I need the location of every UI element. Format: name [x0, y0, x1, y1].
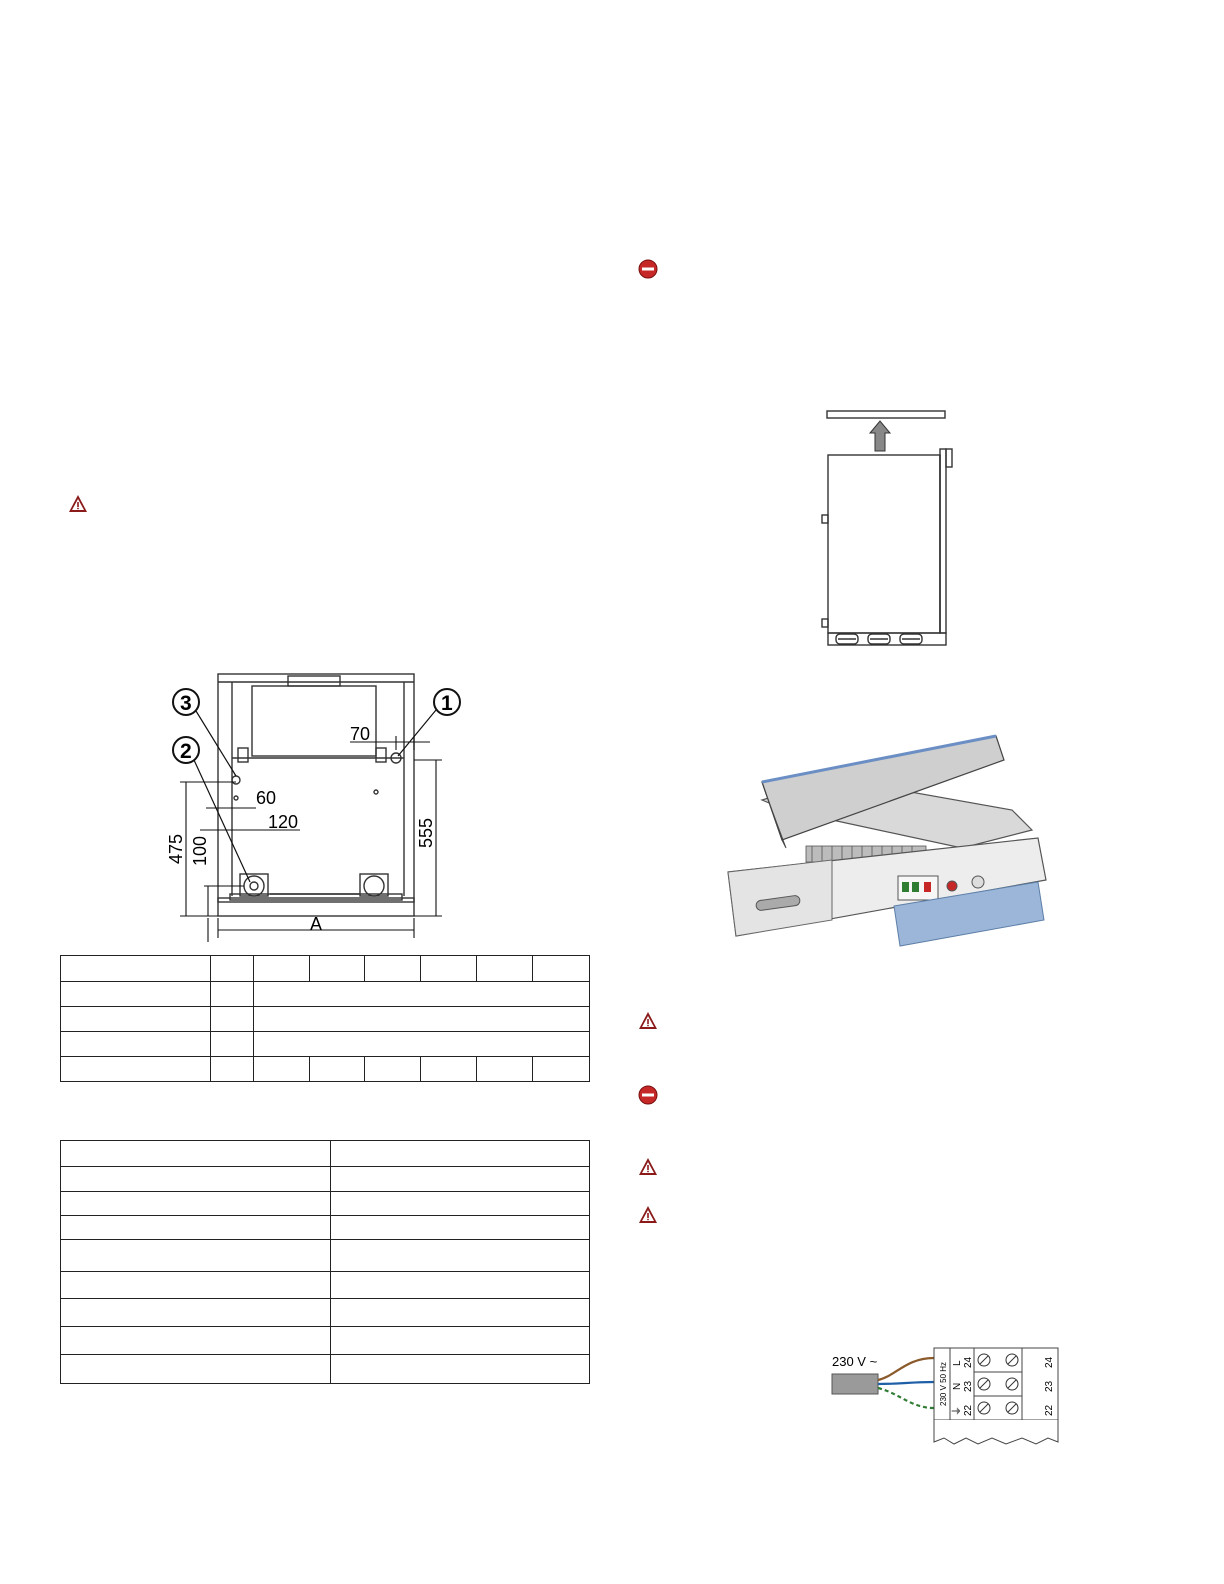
warning-triangle-icon: [639, 1012, 657, 1029]
table-row: [60, 1031, 591, 1057]
table-row: [59, 1140, 590, 1167]
table-row: [60, 955, 590, 982]
installation-dimension-drawing: 3 2 1 70 60 120 A 475 100 555: [166, 673, 461, 942]
terminal-number: 24: [1044, 1356, 1055, 1368]
dimension-a: A: [310, 914, 322, 934]
table-row: [59, 1215, 590, 1240]
terminal-number: 23: [963, 1380, 974, 1392]
dimension-table: [60, 955, 591, 1082]
connections-table: [59, 1140, 590, 1384]
warning-triangle-icon: [639, 1158, 657, 1175]
table-row: [59, 1326, 590, 1355]
callout-2: 2: [180, 740, 192, 763]
table-row: [59, 1354, 590, 1384]
wiring-diagram: 230 V ~ 230 V 50 Hz L N ⏚ 24 23 22 24 23…: [831, 1347, 1059, 1445]
terminal-number: 22: [963, 1404, 974, 1416]
terminal-number: 23: [1044, 1380, 1055, 1392]
table-row: [59, 1239, 590, 1272]
terminal-number: 24: [963, 1356, 974, 1368]
supply-voltage-label: 230 V ~: [832, 1354, 878, 1369]
callout-1: 1: [441, 692, 453, 715]
dimension-120: 120: [268, 812, 298, 832]
dimension-60: 60: [256, 788, 276, 808]
callout-3: 3: [180, 692, 192, 715]
conductor-l: L: [952, 1360, 963, 1366]
control-unit-illustration: [727, 734, 1047, 947]
no-entry-icon: [638, 1085, 658, 1105]
table-row: [60, 1006, 591, 1032]
terminal-block-rating: 230 V 50 Hz: [939, 1362, 948, 1406]
table-row: [60, 1056, 590, 1082]
table-row: [59, 1271, 590, 1299]
conductor-earth: ⏚: [951, 1406, 963, 1416]
dimension-475: 475: [166, 834, 186, 864]
dimension-70: 70: [350, 724, 370, 744]
table-row: [59, 1191, 590, 1216]
conductor-n: N: [952, 1383, 963, 1390]
dimension-100: 100: [190, 836, 210, 866]
lid-removal-drawing: [821, 410, 953, 646]
no-entry-icon: [638, 259, 658, 279]
table-row: [59, 1166, 590, 1192]
table-row: [59, 1298, 590, 1327]
terminal-number: 22: [1044, 1404, 1055, 1416]
warning-triangle-icon: [639, 1206, 657, 1223]
table-row: [60, 981, 591, 1007]
warning-triangle-icon: [69, 495, 87, 512]
dimension-555: 555: [416, 818, 436, 848]
